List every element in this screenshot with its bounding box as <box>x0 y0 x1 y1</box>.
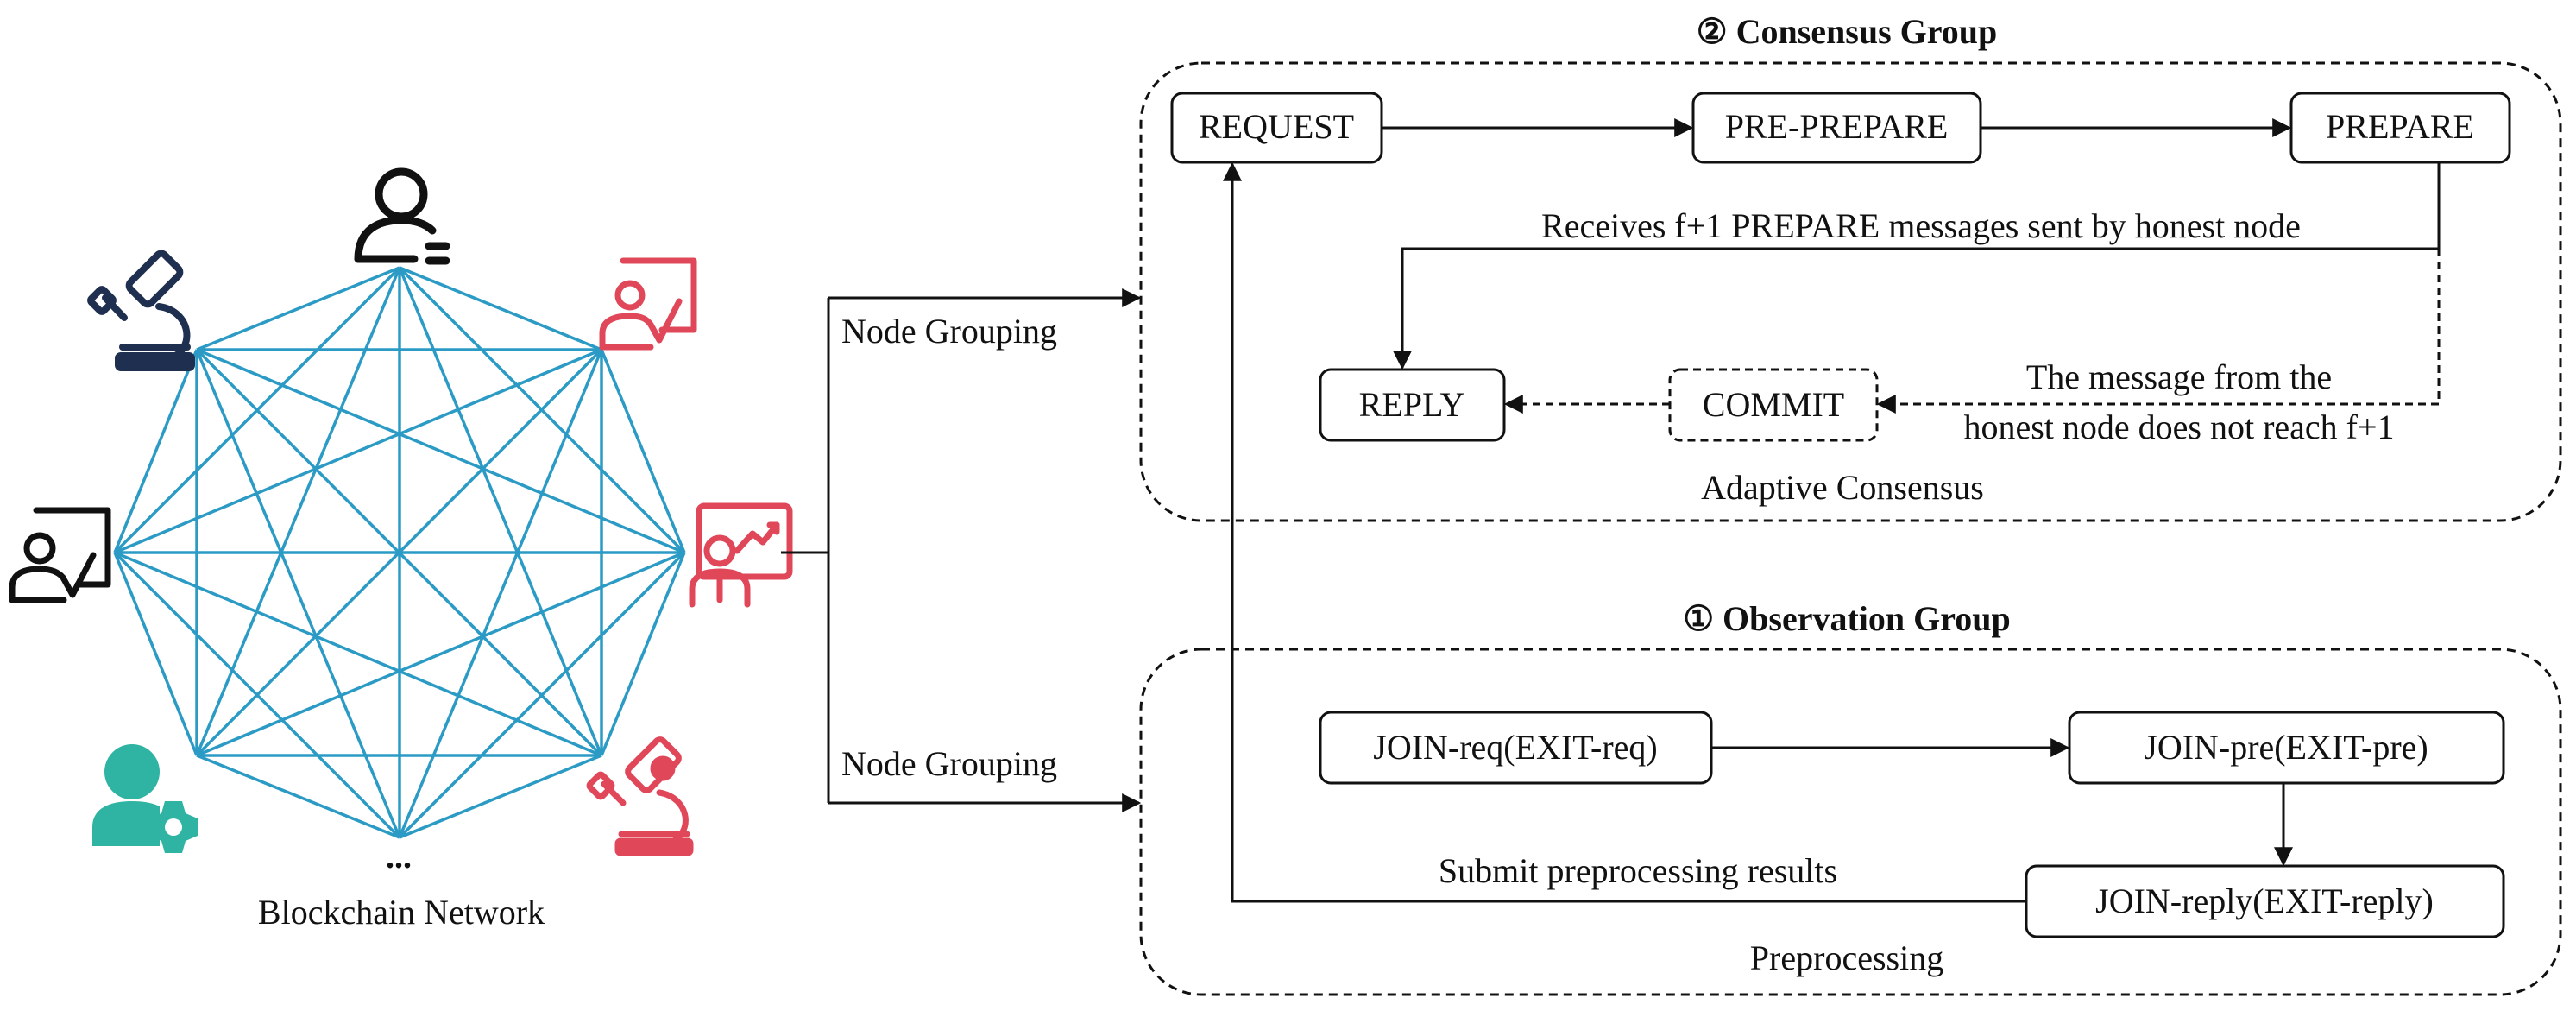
pre-prepare-label: PRE-PREPARE <box>1725 107 1949 146</box>
mesh-edge <box>113 349 198 553</box>
mesh-edge <box>399 754 602 839</box>
user-list-icon <box>354 167 450 265</box>
reply-label: REPLY <box>1359 385 1465 424</box>
blockchain-network-mesh <box>113 266 686 839</box>
mesh-edge <box>196 754 400 839</box>
node-grouping-connectors <box>781 288 1142 812</box>
request-label: REQUEST <box>1199 107 1354 146</box>
prepare-to-reply-label: Receives f+1 PREPARE messages sent by ho… <box>1541 206 2301 245</box>
presenter-chart-icon <box>689 502 793 608</box>
mesh-edge <box>195 348 603 757</box>
mesh-edge <box>600 349 686 553</box>
mesh-edge <box>113 552 198 756</box>
join-pre-label: JOIN-pre(EXIT-pre) <box>2144 728 2428 767</box>
node-grouping-label-upper: Node Grouping <box>841 312 1057 351</box>
submit-results-label: Submit preprocessing results <box>1439 851 1837 890</box>
microscope-icon <box>586 736 694 856</box>
network-label: Blockchain Network <box>258 893 545 932</box>
node-grouping-label-lower: Node Grouping <box>841 744 1057 783</box>
mesh-edge <box>113 551 401 839</box>
mesh-edge <box>600 552 686 756</box>
commit-label: COMMIT <box>1703 385 1844 424</box>
mesh-edge <box>196 266 400 351</box>
consensus-footer-label: Adaptive Consensus <box>1701 468 1984 507</box>
commit-note-line1: The message from the <box>2026 357 2332 396</box>
observation-footer-label: Preprocessing <box>1750 938 1943 977</box>
observation-group-title: ① Observation Group <box>1683 599 2011 638</box>
teacher-board-icon <box>599 257 697 351</box>
consensus-group-title: ② Consensus Group <box>1697 12 1998 51</box>
mesh-edge <box>399 266 602 351</box>
observation-flow-arrows <box>1223 161 2293 903</box>
join-req-label: JOIN-req(EXIT-req) <box>1373 728 1658 767</box>
mesh-edge <box>195 349 401 838</box>
prepare-label: PREPARE <box>2326 107 2474 146</box>
consensus-flow-arrows <box>1382 118 2441 414</box>
teacher-board-icon <box>9 507 111 603</box>
user-gear-icon <box>92 744 198 853</box>
microscope-icon <box>87 250 195 371</box>
join-reply-label: JOIN-reply(EXIT-reply) <box>2095 881 2434 920</box>
mesh-edge <box>196 348 685 554</box>
network-ellipsis: ... <box>386 837 412 875</box>
consensus-group-frame <box>1139 61 2562 522</box>
mesh-edge <box>196 551 685 757</box>
commit-note-line2: honest node does not reach f+1 <box>1963 408 2394 446</box>
observation-group-frame <box>1139 648 2562 996</box>
